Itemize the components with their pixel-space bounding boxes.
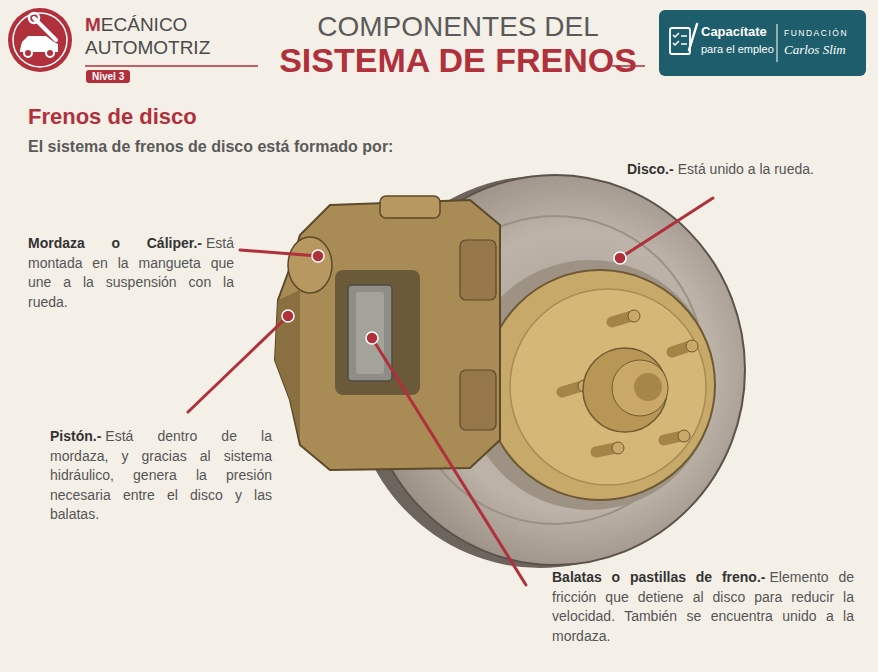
wheel-hub bbox=[485, 270, 715, 500]
part-callout: Mordaza o Cáliper.-Está montada en la ma… bbox=[28, 234, 234, 312]
sponsor-tagline: para el empleo bbox=[701, 43, 774, 55]
leader-lines bbox=[188, 198, 713, 585]
part-name: Disco.- bbox=[627, 161, 674, 177]
part-callout: Pistón.-Está dentro de la mordaza, y gra… bbox=[50, 427, 272, 525]
part-callout: Balatas o pastillas de freno.-Elemento d… bbox=[552, 568, 854, 646]
part-callout: Disco.-Está unido a la rueda. bbox=[627, 160, 862, 180]
section-subheading: El sistema de frenos de disco está forma… bbox=[28, 138, 393, 156]
section-heading: Frenos de disco bbox=[28, 104, 197, 130]
sponsor-signature: Carlos Slim bbox=[784, 42, 846, 58]
part-description: Está unido a la rueda. bbox=[678, 161, 814, 177]
brake-caliper bbox=[275, 196, 500, 470]
sponsor-name: Capacítate bbox=[701, 24, 767, 39]
sponsor-name: FUNDACIÓN bbox=[784, 28, 848, 38]
header-icon bbox=[8, 8, 72, 72]
part-name: Mordaza o Cáliper.- bbox=[28, 235, 202, 251]
page-title: COMPONENTES DEL SISTEMA DE FRENOS bbox=[273, 6, 643, 78]
sponsor-logo bbox=[659, 10, 866, 76]
course-name: MECÁNICO bbox=[85, 14, 187, 36]
part-name: Balatas o pastillas de freno.- bbox=[552, 569, 765, 585]
level-badge: Nivel 3 bbox=[86, 70, 130, 83]
course-name: AUTOMOTRIZ bbox=[85, 37, 210, 59]
leader-dots bbox=[282, 250, 626, 344]
part-name: Pistón.- bbox=[50, 428, 101, 444]
